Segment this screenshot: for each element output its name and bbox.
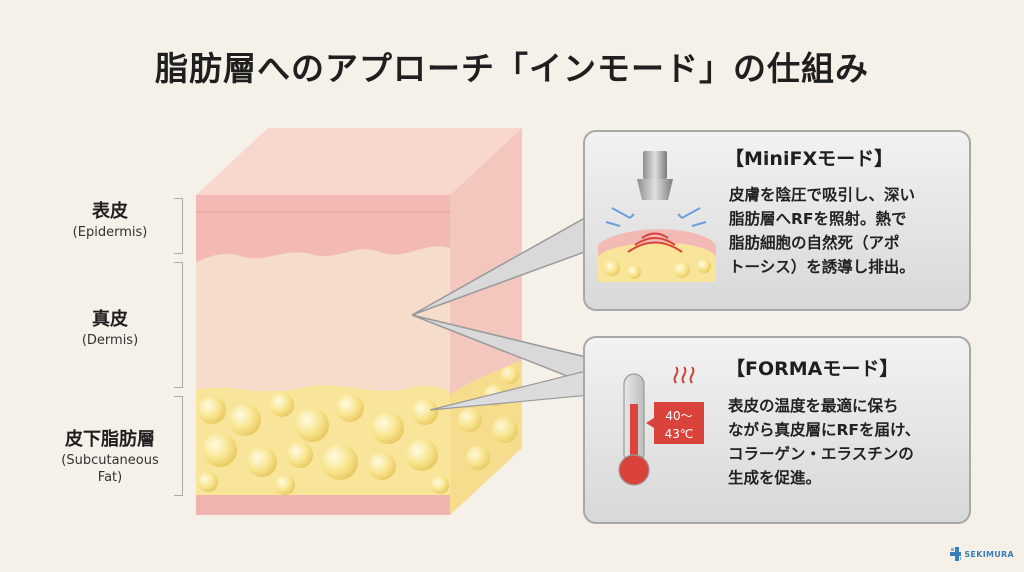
minifx-line-3: 脂肪細胞の自然死（アポ xyxy=(729,234,900,252)
cube-top-face xyxy=(196,128,522,195)
cross-logo-icon xyxy=(950,547,962,561)
label-epidermis-en: (Epidermis) xyxy=(72,225,148,240)
label-dermis: 真皮 (Dermis) xyxy=(40,308,180,349)
forma-title: 【FORMAモード】 xyxy=(726,358,899,380)
temp-line-1: 40～ xyxy=(665,409,692,423)
bracket-fat xyxy=(174,396,183,496)
label-epidermis: 表皮 (Epidermis) xyxy=(40,200,180,241)
label-dermis-en: (Dermis) xyxy=(81,333,139,348)
minifx-description: 皮膚を陰圧で吸引し、深い 脂肪層へRFを照射。熱で 脂肪細胞の自然死（アポ トー… xyxy=(729,183,965,279)
label-dermis-jp: 真皮 xyxy=(92,309,128,330)
bottom-tissue xyxy=(196,495,450,515)
label-fat-jp: 皮下脂肪層 xyxy=(65,429,155,450)
forma-line-1: 表皮の温度を最適に保ち xyxy=(728,397,899,415)
minifx-line-4: トーシス）を誘導し排出。 xyxy=(729,258,915,276)
temp-line-2: 43℃ xyxy=(665,427,694,441)
label-fat: 皮下脂肪層 (Subcutaneous Fat) xyxy=(40,428,180,486)
fat-cells xyxy=(198,393,449,495)
minifx-title: 【MiniFXモード】 xyxy=(725,148,894,170)
label-epidermis-jp: 表皮 xyxy=(92,201,128,222)
bracket-epidermis xyxy=(174,198,183,254)
forma-line-3: コラーゲン・エラスチンの xyxy=(728,445,914,463)
suction-handpiece-icon xyxy=(598,151,716,282)
thermometer-icon xyxy=(618,373,650,486)
label-fat-en: (Subcutaneous xyxy=(61,453,159,468)
label-fat-en2: Fat) xyxy=(97,470,123,485)
side-fat-cells xyxy=(458,366,519,470)
minifx-line-2: 脂肪層へRFを照射。熱で xyxy=(729,210,907,228)
forma-line-4: 生成を促進。 xyxy=(728,469,822,487)
brand-logo-text: SEKIMURA xyxy=(964,549,1014,559)
heat-waves-icon xyxy=(673,366,695,384)
brand-logo: SEKIMURA xyxy=(950,544,1014,564)
temperature-badge: 40～ 43℃ xyxy=(646,402,704,444)
minifx-line-1: 皮膚を陰圧で吸引し、深い xyxy=(729,186,916,204)
bracket-dermis xyxy=(174,262,183,388)
page-title: 脂肪層へのアプローチ「インモード」の仕組み xyxy=(155,49,869,88)
forma-line-2: ながら真皮層にRFを届け、 xyxy=(728,421,921,439)
forma-description: 表皮の温度を最適に保ち ながら真皮層にRFを届け、 コラーゲン・エラスチンの 生… xyxy=(728,394,966,490)
forma-panel xyxy=(583,336,971,524)
fat-layer xyxy=(196,385,450,495)
